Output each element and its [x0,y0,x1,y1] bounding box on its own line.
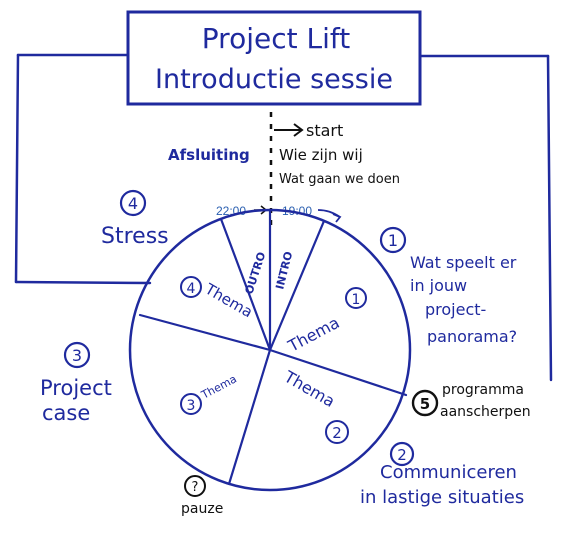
project-badge [63,341,91,369]
start-arrow-icon [274,123,304,137]
programma-badge [411,389,439,417]
comm-badge [389,441,415,467]
thema3-badge [180,393,202,415]
afsluiting-label: Afsluiting [168,146,250,164]
wat-line2: in jouw [410,276,467,295]
programma-number: 5 [420,395,430,413]
wat-number: 1 [388,231,398,250]
wat-line3: project- [425,300,486,319]
programma-line1: programma [442,382,524,398]
thema3-number: 3 [187,398,196,414]
wat-badge [379,226,407,254]
frame-lines [14,53,553,382]
programma-line2: aanscherpen [440,404,531,420]
start-label: start [306,121,343,140]
thema4-badge [180,276,202,298]
comm-line2: in lastige situaties [360,487,524,508]
thema2-label: Thema [280,367,338,412]
thema1-number: 1 [352,292,361,308]
project-number: 3 [72,346,82,365]
stress-label: Stress [101,224,169,249]
comm-line1: Communiceren [380,462,517,483]
title-line1: Project Lift [202,22,350,55]
wat-line4: panorama? [427,327,517,346]
title-box [126,10,422,106]
thema3-label: Thema [198,372,238,402]
stress-number: 4 [128,194,138,213]
wheel-spokes [138,208,408,486]
comm-number: 2 [397,446,407,464]
pauze-number: ? [192,480,199,495]
thema2-badge [325,420,349,444]
wie-label: Wie zijn wij [279,146,363,164]
thema1-label: Thema [284,313,343,356]
pauze-badge [184,475,206,497]
project-line2: case [42,401,90,425]
stress-badge [119,189,147,217]
thema1-badge [345,287,367,309]
intro-label: INTRO [273,250,295,291]
title-line2: Introductie sessie [155,64,393,95]
thema2-number: 2 [332,424,342,442]
project-line1: Project [40,376,112,400]
wat-label: Wat gaan we doen [279,172,400,187]
thema4-number: 4 [187,281,196,297]
pauze-label: pauze [181,501,223,517]
time-start-arrow-icon [317,209,342,223]
wat-line1: Wat speelt er [410,253,517,272]
outro-label: OUTRO [242,250,268,295]
